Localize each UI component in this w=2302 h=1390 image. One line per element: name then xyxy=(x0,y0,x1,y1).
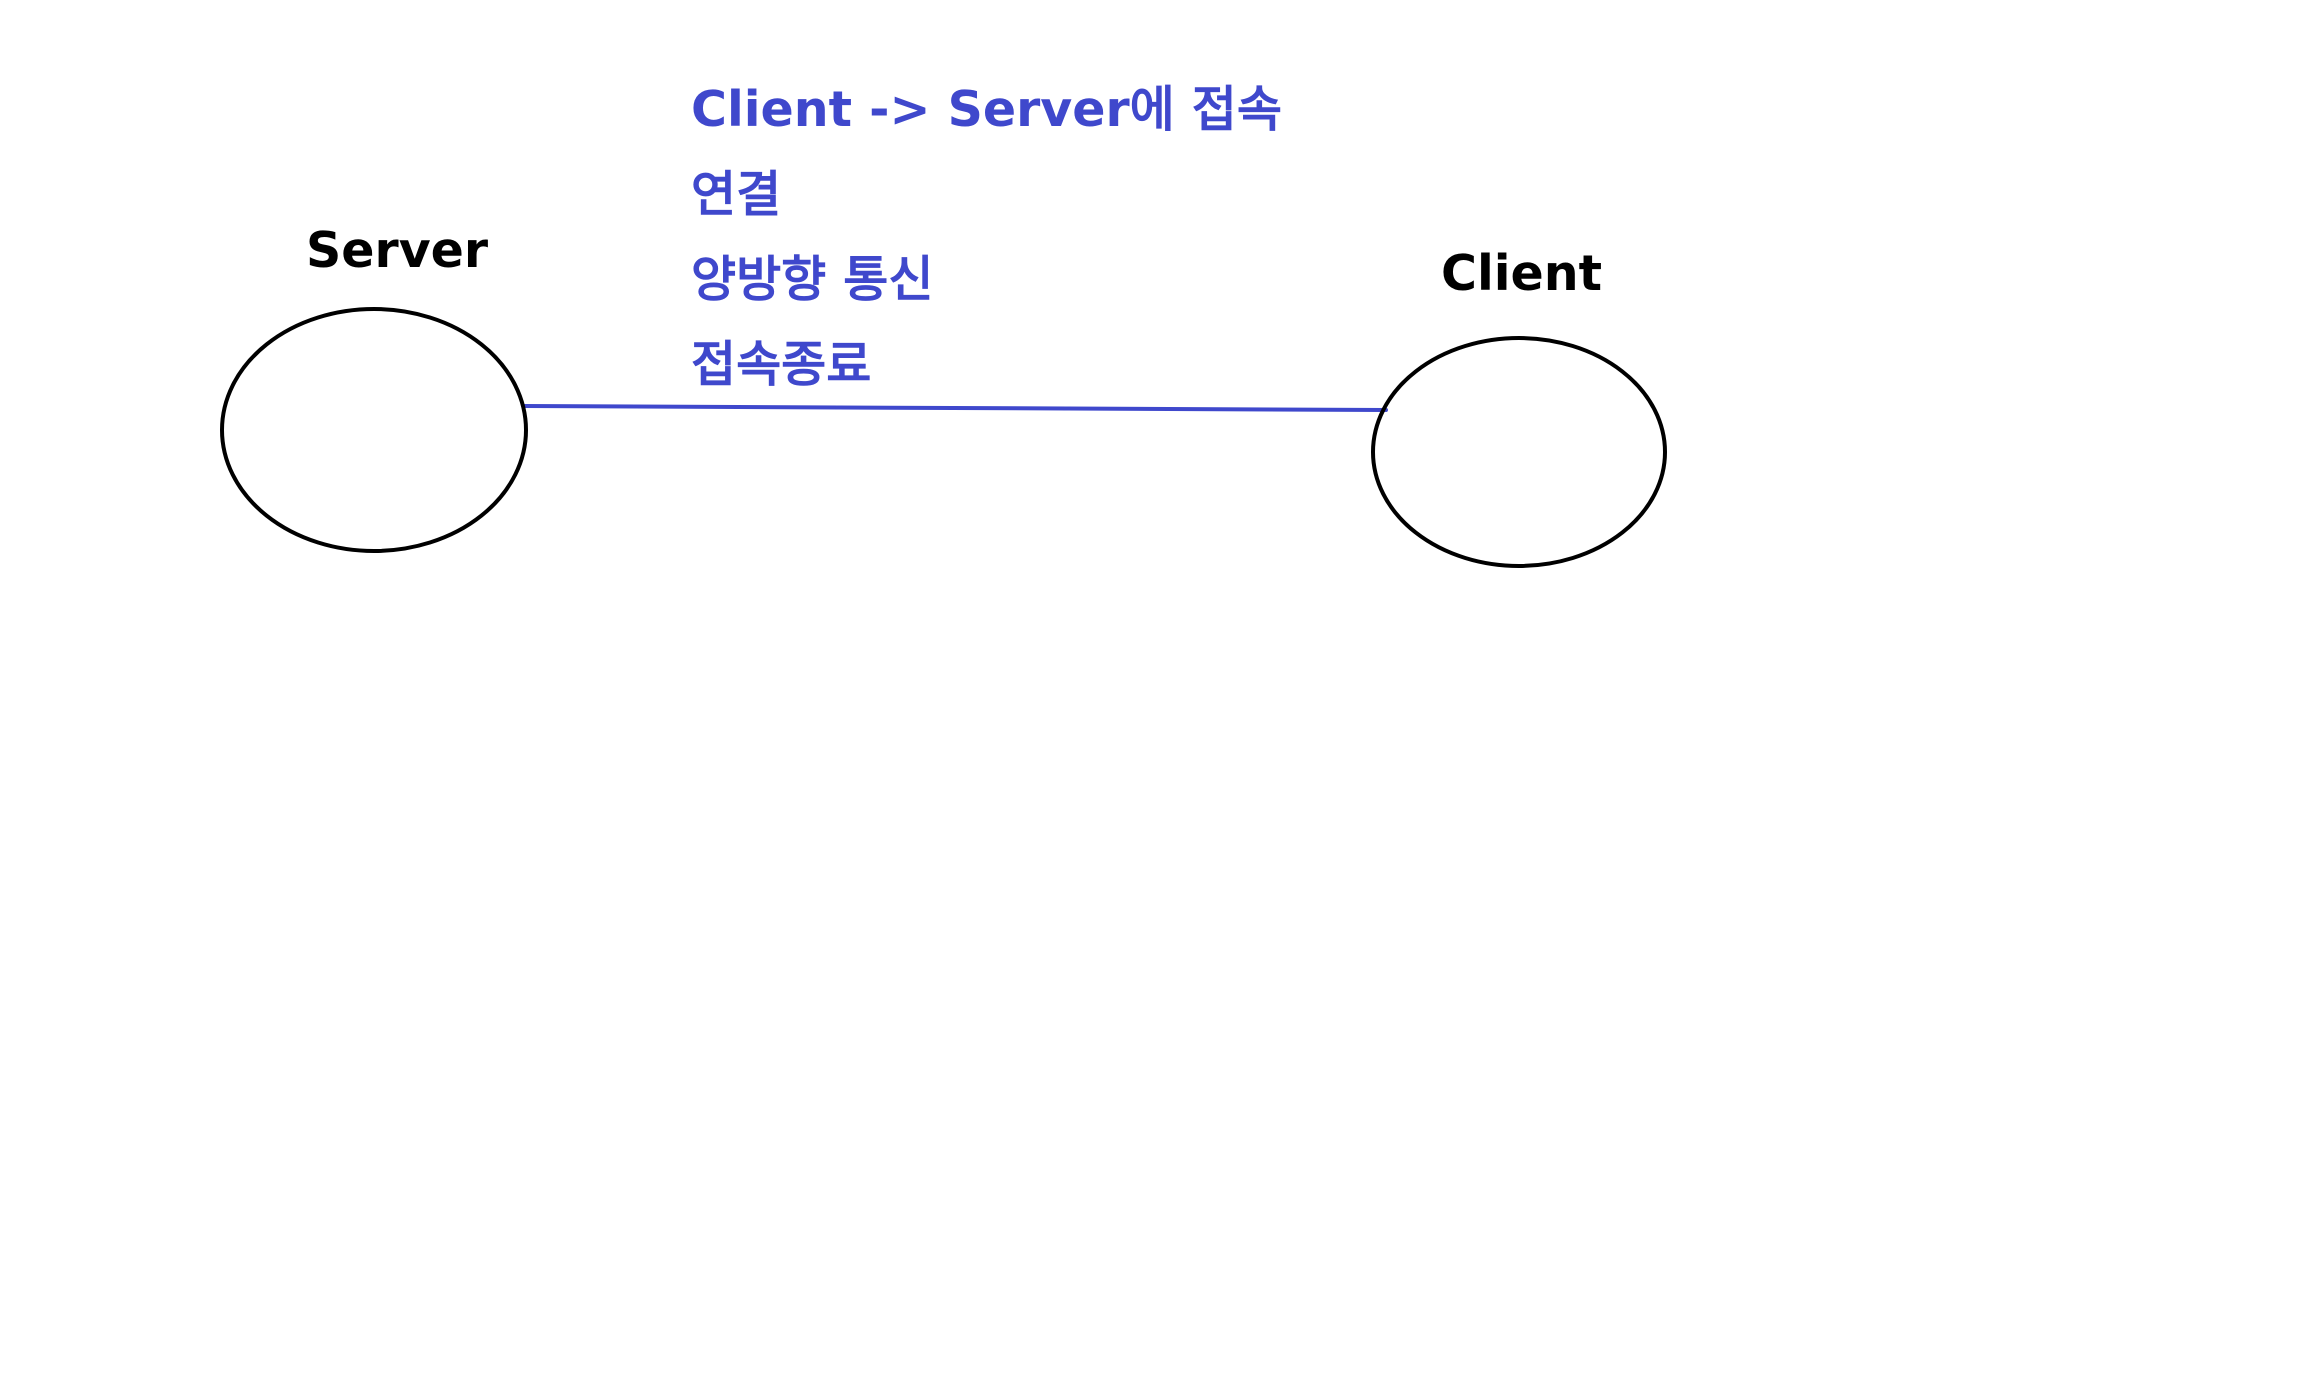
step-connected: 연결 xyxy=(691,166,782,223)
server-label: Server xyxy=(306,222,489,279)
server-node xyxy=(220,307,528,553)
connection-steps-list: Client -> Server에 접속 연결 양방향 통신 접속종료 xyxy=(691,67,1282,407)
client-node xyxy=(1371,336,1667,568)
step-disconnect: 접속종료 xyxy=(691,336,872,393)
step-bidirectional-communication: 양방향 통신 xyxy=(691,251,934,308)
step-connect-request: Client -> Server에 접속 xyxy=(691,81,1282,138)
client-label: Client xyxy=(1441,245,1603,302)
connection-line xyxy=(522,404,1388,412)
